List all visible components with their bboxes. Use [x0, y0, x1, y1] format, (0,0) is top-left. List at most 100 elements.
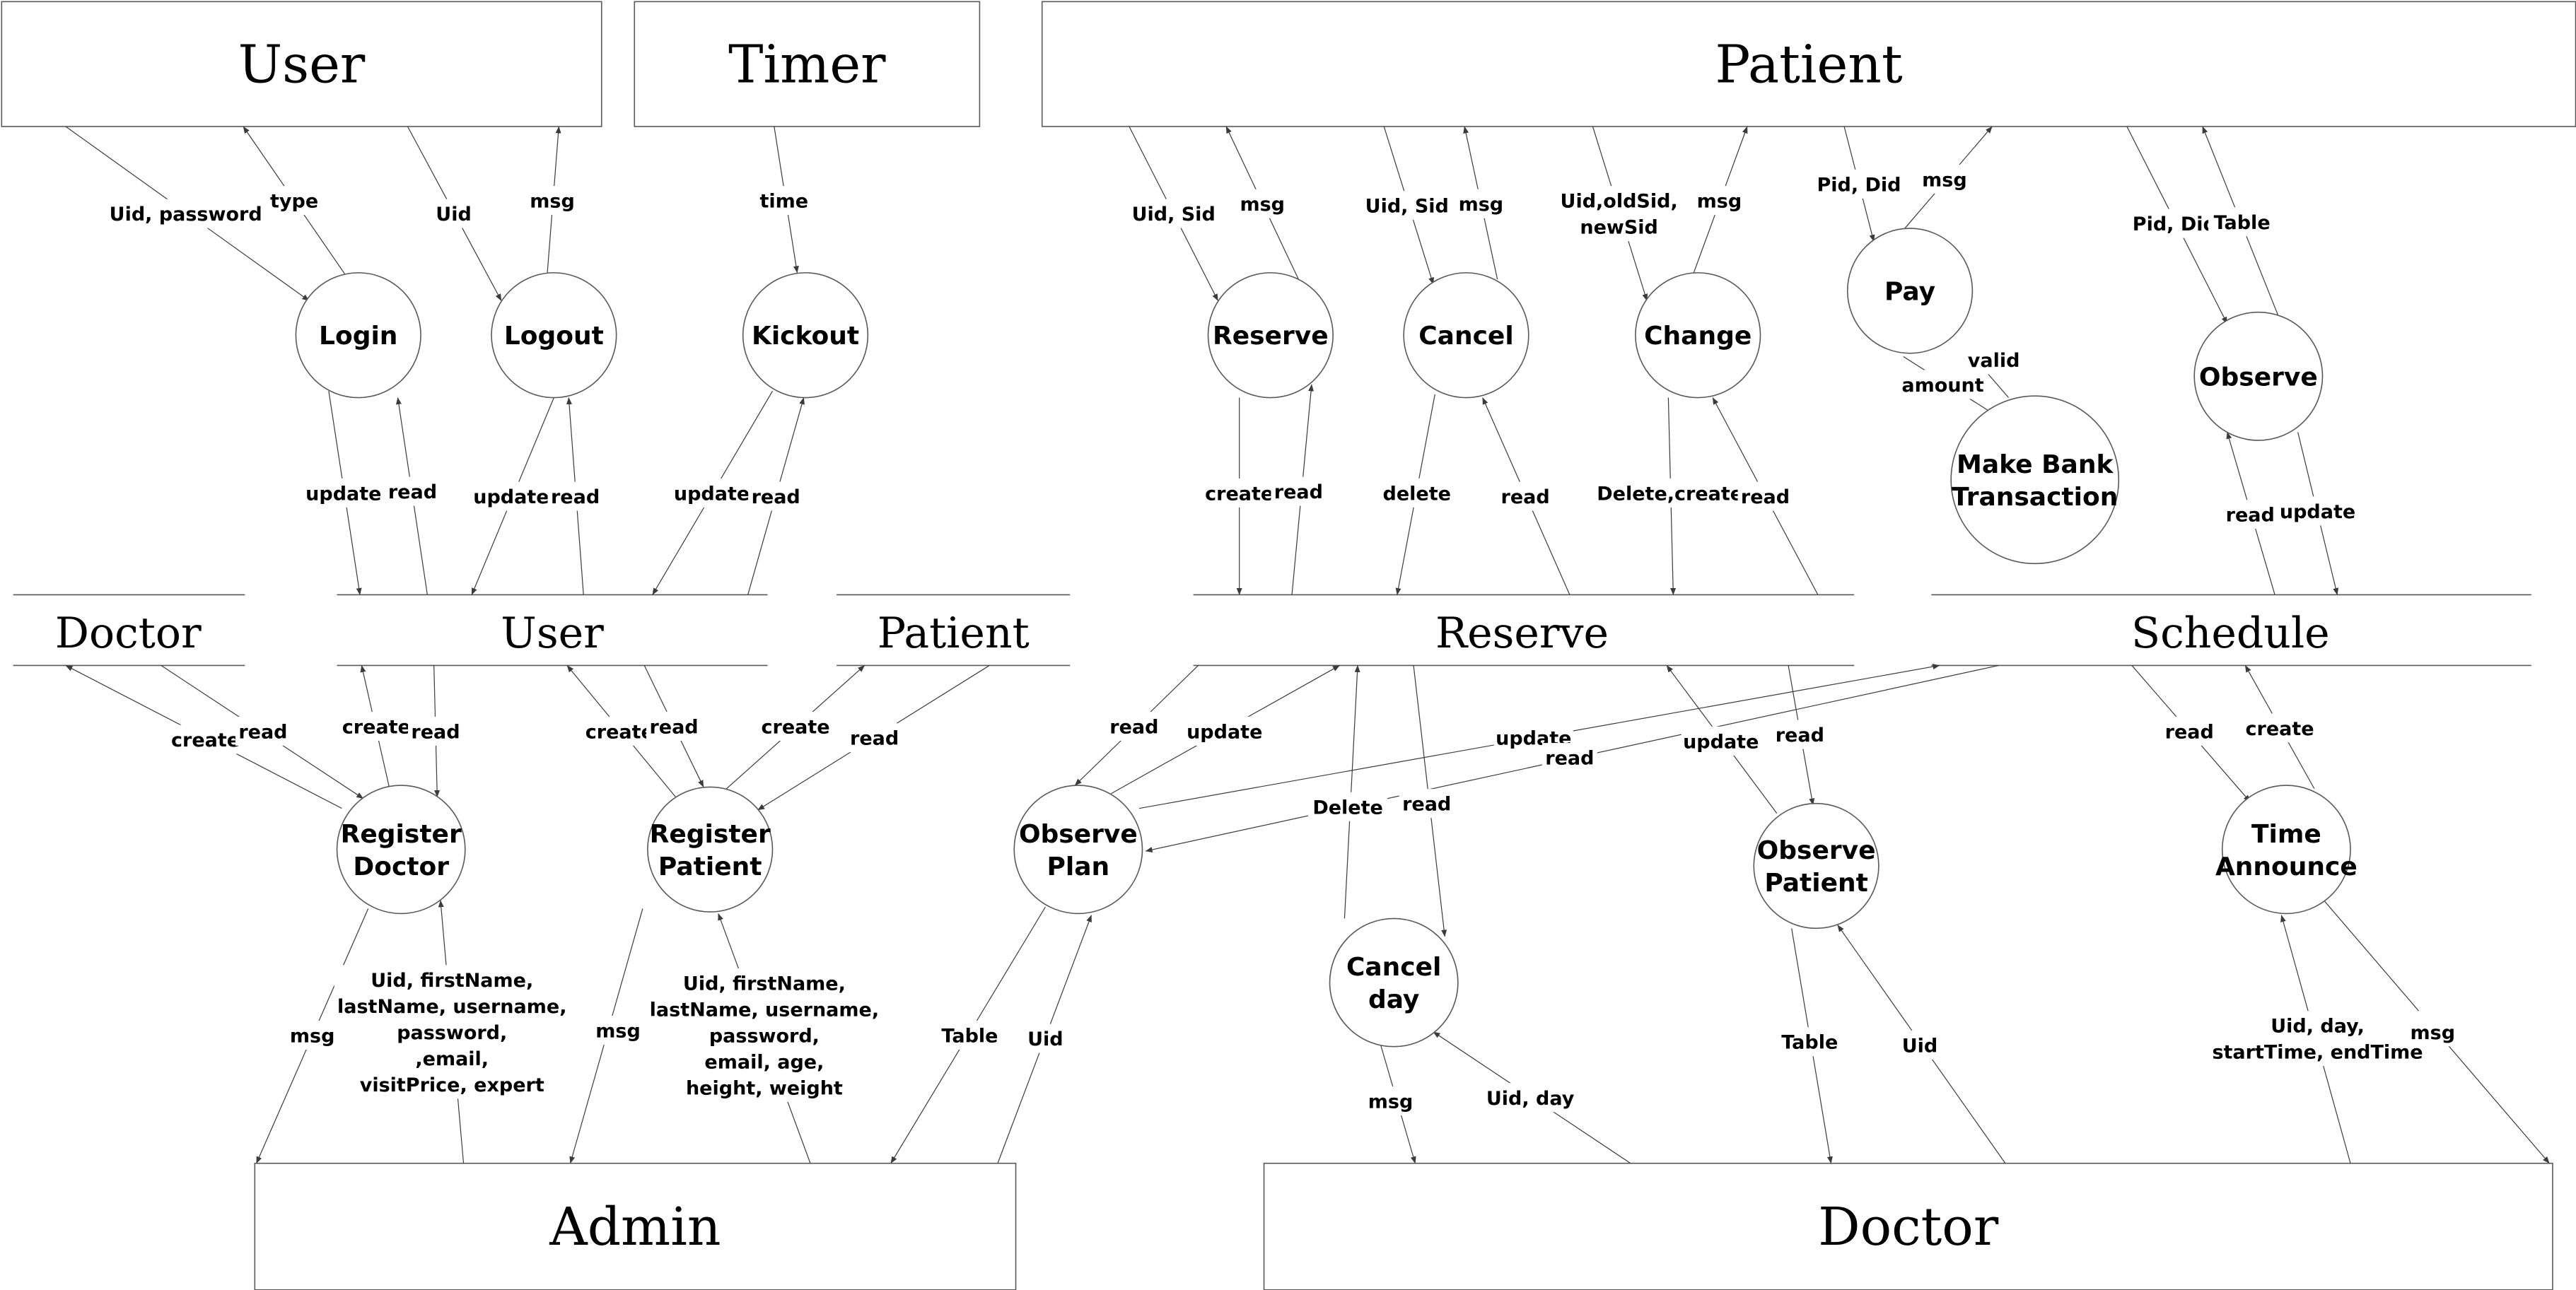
store-schedule: Schedule [1931, 594, 2531, 667]
flow-userstore-regpatient-read-label: read [646, 711, 702, 741]
process-regpatient-label-line: Patient [658, 852, 762, 881]
flow-timeannounce-schedule-create-label-bg [2240, 713, 2320, 743]
process-bank-circle [1950, 395, 2120, 565]
store-patient: Patient [837, 594, 1071, 667]
process-logout-label-line: Logout [504, 322, 604, 351]
flow-change-patient-msg-label-line: msg [1697, 191, 1742, 213]
flow-observepatient-doctor-table-label-bg [1776, 1027, 1843, 1057]
process-regdoctor-circle [336, 785, 466, 915]
flow-reserve-store-create-label-bg [1199, 478, 1279, 508]
entity-user-label: User [238, 35, 366, 95]
flow-doctor-observepatient-uid-label: Uid [1898, 1030, 1942, 1060]
process-cancelday-label-line: Cancel [1346, 953, 1441, 982]
flow-observeplan-reservestore-update-label-line: update [1187, 721, 1262, 743]
flow-patient-change-in-label: Uid,oldSid,newSid [1549, 186, 1689, 242]
flow-timeannounce-schedule-create-label-line: create [2246, 718, 2314, 740]
process-reserve-circle [1207, 272, 1334, 399]
flow-change-store-deletecreate-label: Delete,create [1588, 478, 1752, 508]
flow-observepatient-doctor-table-label-line: Table [1781, 1032, 1838, 1054]
flow-admin-regpatient-in-label-line: lastName, username, [650, 999, 879, 1021]
flow-store-reserve-read-label-line: read [1274, 481, 1323, 503]
flow-reservestore-observepatient-read-label-bg [1772, 720, 1828, 749]
flow-regpatient-userstore-create-label: create [580, 716, 660, 746]
flow-doctor-cancelday-in-label-bg [1479, 1083, 1583, 1113]
process-pay-label-line: Pay [1884, 277, 1935, 306]
entity-timer-label: Timer [728, 35, 886, 95]
flow-admin-regpatient-in-label-line: Uid, firstName, [683, 973, 846, 995]
process-regdoctor-label-line: Register [341, 820, 462, 849]
process-timeannounce-label-line: Announce [2215, 852, 2358, 881]
flow-reserve-patient-msg-label-line: msg [1240, 194, 1285, 216]
flow-timer-kickout-time-label: time [756, 186, 812, 216]
store-doctor: Doctor [13, 594, 245, 667]
flow-logout-store-update-label-bg [471, 481, 551, 511]
flow-schedule-observeplan-read-label: read [1541, 743, 1597, 773]
flow-store-logout-read-label-line: read [551, 486, 600, 508]
flow-admin-regdoctor-in-label-line: ,email, [415, 1048, 489, 1070]
entity-patient-box [1041, 1, 2576, 127]
flow-schedule-observe-read-label-line: read [2226, 505, 2275, 527]
flow-userstore-regpatient-read-label-line: read [649, 716, 698, 738]
flow-bank-pay-valid-label-line: valid [1968, 350, 2020, 372]
flow-userstore-regdoctor-read-label-line: read [411, 721, 460, 743]
flow-cancelday-reservestore-delete-arrow [1344, 664, 1360, 919]
flow-logout-store-update-label-line: update [473, 486, 549, 508]
flow-regdoctor-admin-msg-label-line: msg [290, 1025, 335, 1047]
flow-schedule-observeplan-read-label-line: read [1545, 748, 1594, 770]
flow-reservestore-observeplan-read-label: read [1106, 711, 1162, 741]
process-cancelday: Cancel day [1329, 917, 1459, 1048]
flow-regdoctor-doctorstore-create-label-line: create [171, 729, 240, 751]
flow-login-store-update-label: update [303, 478, 383, 508]
flow-cancelday-doctor-msg-label: msg [1368, 1086, 1414, 1115]
flow-admin-regpatient-in-label-line: password, [709, 1025, 820, 1047]
flow-regdoctor-userstore-create-label: create [337, 711, 416, 741]
entity-patient-label: Patient [1715, 35, 1903, 95]
process-kickout-circle [742, 272, 869, 399]
flow-admin-regpatient-in-label-line: email, age, [704, 1051, 824, 1073]
flow-regpatient-admin-msg-label-bg [596, 1015, 640, 1045]
flow-reserve-store-create-label: create [1199, 478, 1279, 508]
process-cancelday-label-line: day [1368, 985, 1419, 1014]
flow-cancelday-reservestore-delete-label: Delete [1308, 792, 1388, 821]
flow-store-login-read-label: read [385, 476, 441, 506]
process-change-label-line: Change [1644, 322, 1752, 351]
flow-reservestore-cancelday-read-label-bg [1399, 789, 1455, 819]
flow-store-change-read-label-line: read [1741, 486, 1790, 508]
flow-reservestore-observeplan-read-label-line: read [1109, 716, 1158, 738]
flow-regpatient-userstore-create-label-line: create [585, 721, 654, 743]
flow-regpatient-patientstore-create-label: create [756, 711, 836, 741]
flow-patient-observe-in-label-line: Pid, Did [2133, 213, 2217, 235]
flow-admin-observeplan-uid-label: Uid [1023, 1024, 1067, 1053]
flow-patientstore-regpatient-read-label-bg [846, 723, 902, 753]
process-logout-circle [491, 272, 617, 399]
flow-change-store-deletecreate-label-bg [1588, 478, 1752, 508]
process-login-circle [295, 272, 421, 399]
flow-regdoctor-admin-msg-label: msg [290, 1020, 335, 1050]
flow-store-logout-read-label: read [547, 481, 603, 511]
flow-user-login-in-label-bg [104, 199, 268, 228]
process-pay-circle [1846, 228, 1974, 354]
flow-kickout-store-update-label-line: update [674, 483, 750, 505]
flow-patient-cancel-in-label: Uid, Sid [1355, 191, 1459, 221]
flow-change-patient-msg-label-bg [1697, 186, 1741, 216]
flow-user-logout-in-label: Uid [432, 199, 476, 228]
process-login: Login [295, 272, 421, 399]
process-observe-label-line: Observe [2199, 363, 2318, 392]
flow-regpatient-userstore-create-label-bg [580, 716, 660, 746]
entity-doctor-label: Doctor [1818, 1197, 1999, 1257]
flow-reservestore-observeplan-read-label-bg [1106, 711, 1162, 741]
flow-store-login-read-label-bg [385, 476, 441, 506]
flow-store-cancel-read-label: read [1498, 481, 1554, 511]
flow-observeplan-reservestore-update-label: update [1184, 716, 1264, 746]
flow-patient-pay-in-label-bg [1807, 169, 1911, 199]
flow-userstore-regdoctor-read-label: read [407, 716, 463, 746]
flow-cancelday-doctor-msg-label-line: msg [1368, 1091, 1414, 1113]
flow-regdoctor-admin-msg-label-bg [291, 1020, 334, 1050]
flow-logout-user-msg-label-bg [530, 186, 574, 216]
flow-admin-regdoctor-in-label-bg [334, 965, 570, 1099]
flow-store-reserve-read-label-bg [1271, 476, 1327, 506]
flow-patient-reserve-in-label-bg [1121, 199, 1225, 228]
flow-observepatient-doctor-table-label: Table [1776, 1027, 1843, 1057]
